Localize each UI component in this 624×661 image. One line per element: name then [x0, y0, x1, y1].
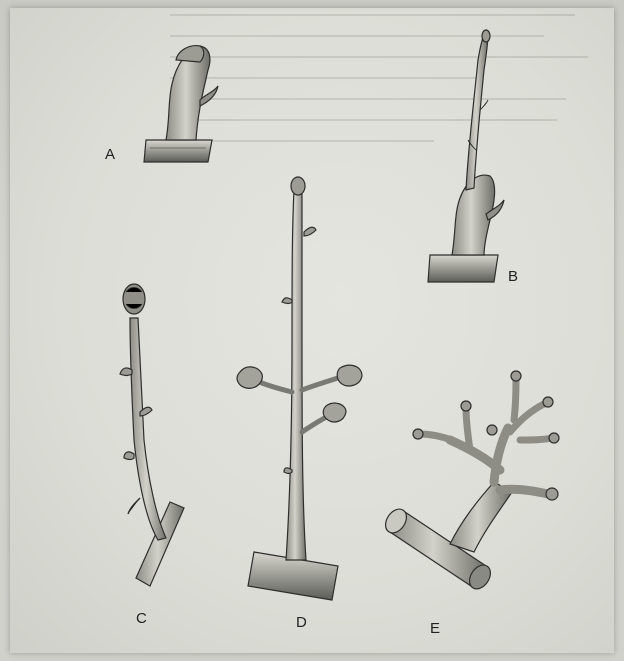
- label-a: A: [105, 146, 116, 163]
- label-d: D: [296, 614, 307, 631]
- label-c: C: [136, 610, 147, 627]
- drawing-d-shoot-with-buds: [237, 177, 362, 600]
- drawing-e-spur-system: [381, 371, 559, 593]
- drawing-b-spur-with-shoot: [428, 30, 504, 282]
- label-b: B: [508, 268, 519, 285]
- drawing-a-spur: [144, 46, 218, 162]
- label-e: E: [430, 620, 441, 637]
- drawing-c-shoot: [120, 284, 184, 586]
